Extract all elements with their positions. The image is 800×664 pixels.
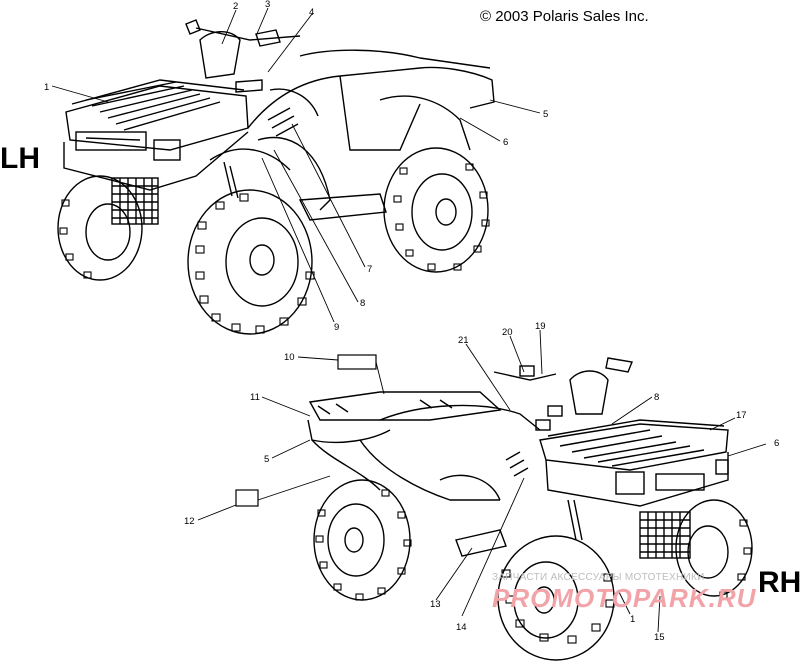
rh-atv-illustration [307,357,753,661]
callout-14: 14 [456,622,467,633]
callout-3: 3 [265,0,270,10]
callout-6: 6 [503,137,508,148]
callout-11: 11 [250,392,260,403]
callout-7: 7 [367,264,372,275]
callout-1: 1 [44,82,49,93]
callout-10: 10 [284,352,295,363]
callout-4: 4 [309,7,314,18]
callout-6b: 6 [774,438,779,449]
watermark-text: ЗАПЧАСТИ АКСЕССУАРЫ МОТОТЕХНИКИ [492,572,705,583]
callout-19: 19 [535,321,546,332]
callout-1b: 1 [630,614,635,625]
callout-labels: 1 2 3 4 5 6 7 8 9 10 11 5 12 13 14 21 20… [44,0,779,643]
callout-9: 9 [334,322,339,333]
left-hand-label: LH [0,142,40,175]
decal-box-10 [337,354,377,370]
callout-5b: 5 [264,454,269,465]
decal-box-12 [235,489,259,507]
watermark-logo: PROMOTOPARK.RU [492,583,757,613]
copyright-notice: © 2003 Polaris Sales Inc. [480,8,649,25]
callout-15: 15 [654,632,665,643]
callout-17: 17 [736,410,747,421]
callout-8: 8 [360,298,365,309]
callout-12: 12 [184,516,195,527]
callout-13: 13 [430,599,441,610]
lh-atv-illustration [57,19,495,335]
right-hand-label: RH [758,566,800,599]
callout-20: 20 [502,327,513,338]
callout-21: 21 [458,335,469,346]
callout-2: 2 [233,1,238,12]
callout-5: 5 [543,109,548,120]
leader-lines [51,7,767,633]
callout-8b: 8 [654,392,659,403]
